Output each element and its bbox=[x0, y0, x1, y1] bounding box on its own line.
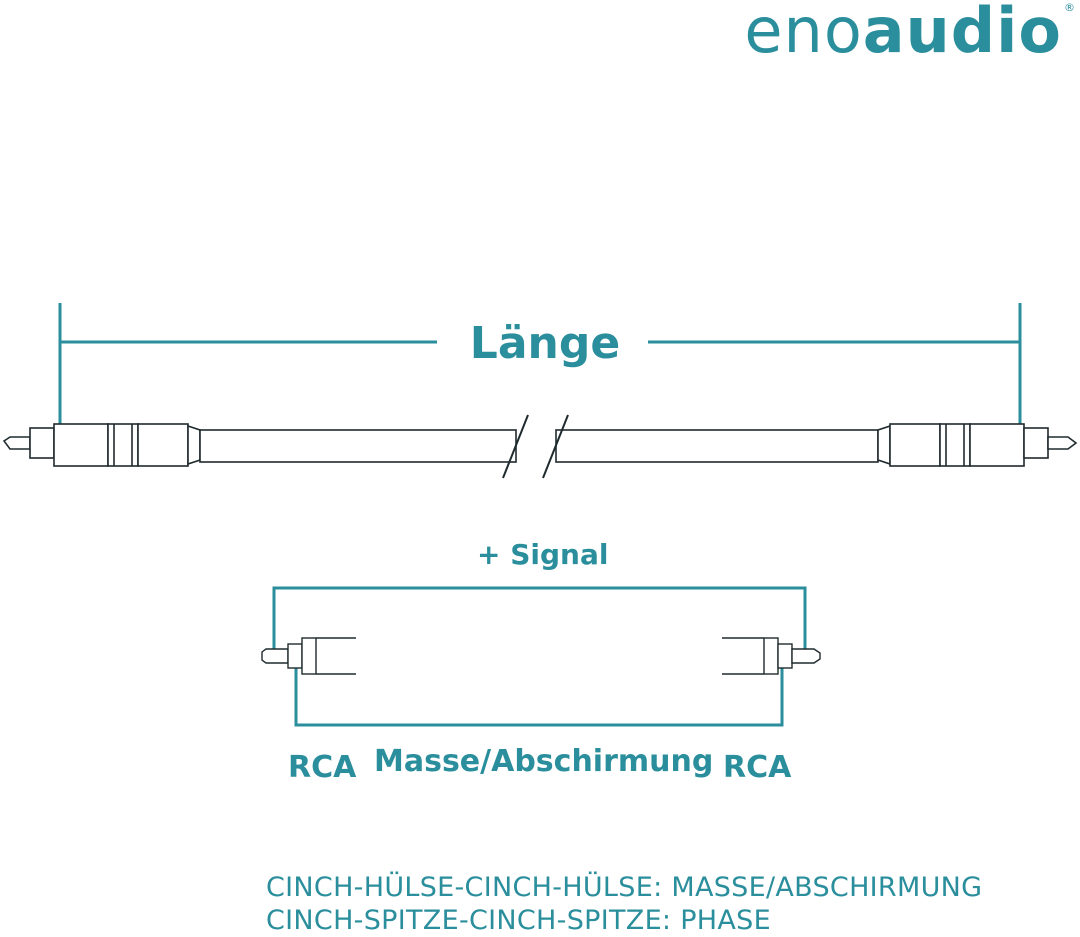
length-label: Länge bbox=[469, 318, 621, 369]
cable-segment-right bbox=[555, 429, 879, 463]
wiring-schematic bbox=[261, 586, 821, 727]
ground-wire bbox=[294, 667, 784, 727]
cable bbox=[2, 414, 1078, 479]
left-connector-ring bbox=[107, 423, 139, 467]
signal-label: + Signal bbox=[477, 538, 609, 571]
right-connector-sleeve bbox=[889, 423, 941, 467]
left-connector-sleeve bbox=[137, 423, 189, 467]
rca-right-label: RCA bbox=[723, 750, 792, 785]
logo-text-audio: audio bbox=[862, 0, 1062, 67]
rca-left-label: RCA bbox=[288, 750, 357, 785]
right-connector-ring bbox=[939, 423, 971, 467]
left-small-plug bbox=[261, 637, 356, 675]
logo-text-eno: eno bbox=[744, 0, 863, 67]
left-connector-body bbox=[53, 423, 109, 467]
left-pin bbox=[2, 436, 31, 450]
cable-segment-left bbox=[199, 429, 517, 463]
ground-label: Masse/Abschirmung bbox=[374, 744, 714, 779]
right-pin-collar bbox=[1023, 427, 1049, 459]
right-small-plug bbox=[722, 637, 821, 675]
length-dimension bbox=[58, 303, 1022, 424]
right-connector-body bbox=[969, 423, 1025, 467]
enoaudio-logo: enoaudio® bbox=[744, 0, 1075, 62]
note-tip: CINCH-SPITZE-CINCH-SPITZE: PHASE bbox=[266, 905, 771, 936]
right-pin bbox=[1047, 436, 1078, 450]
note-sleeve: CINCH-HÜLSE-CINCH-HÜLSE: MASSE/ABSCHIRMU… bbox=[266, 872, 983, 903]
signal-wire bbox=[272, 586, 807, 655]
registered-mark: ® bbox=[1064, 1, 1076, 14]
left-pin-collar bbox=[29, 427, 55, 459]
